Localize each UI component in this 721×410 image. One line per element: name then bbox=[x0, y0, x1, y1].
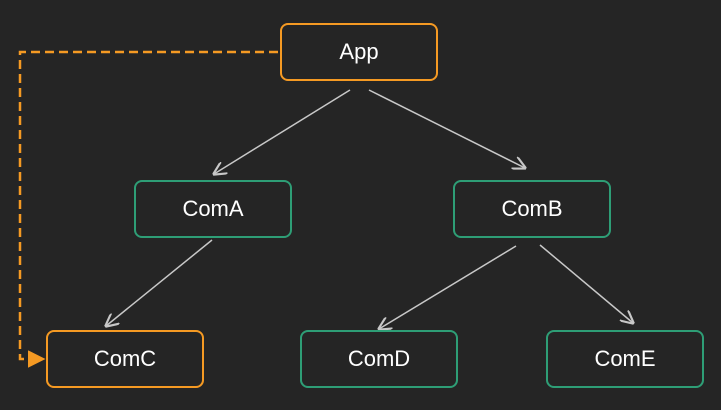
edge-app-to-comc-dashed bbox=[18, 50, 278, 368]
node-coma: ComA bbox=[134, 180, 292, 238]
edge-comb-to-come bbox=[539, 244, 633, 323]
node-comc-label: ComC bbox=[93, 346, 157, 371]
node-coma-label: ComA bbox=[182, 196, 244, 221]
node-app-label: App bbox=[339, 39, 379, 64]
node-comb-label: ComB bbox=[501, 196, 563, 221]
edge-app-to-comb bbox=[368, 89, 525, 168]
node-comd-label: ComD bbox=[347, 346, 411, 371]
node-come: ComE bbox=[546, 330, 704, 388]
node-come-label: ComE bbox=[594, 346, 656, 371]
node-app: App bbox=[280, 23, 438, 81]
node-comd: ComD bbox=[300, 330, 458, 388]
node-comb: ComB bbox=[453, 180, 611, 238]
edge-comb-to-comd bbox=[379, 245, 517, 329]
edge-coma-to-comc bbox=[106, 239, 213, 326]
edge-app-to-coma bbox=[214, 89, 351, 174]
node-comc: ComC bbox=[46, 330, 204, 388]
